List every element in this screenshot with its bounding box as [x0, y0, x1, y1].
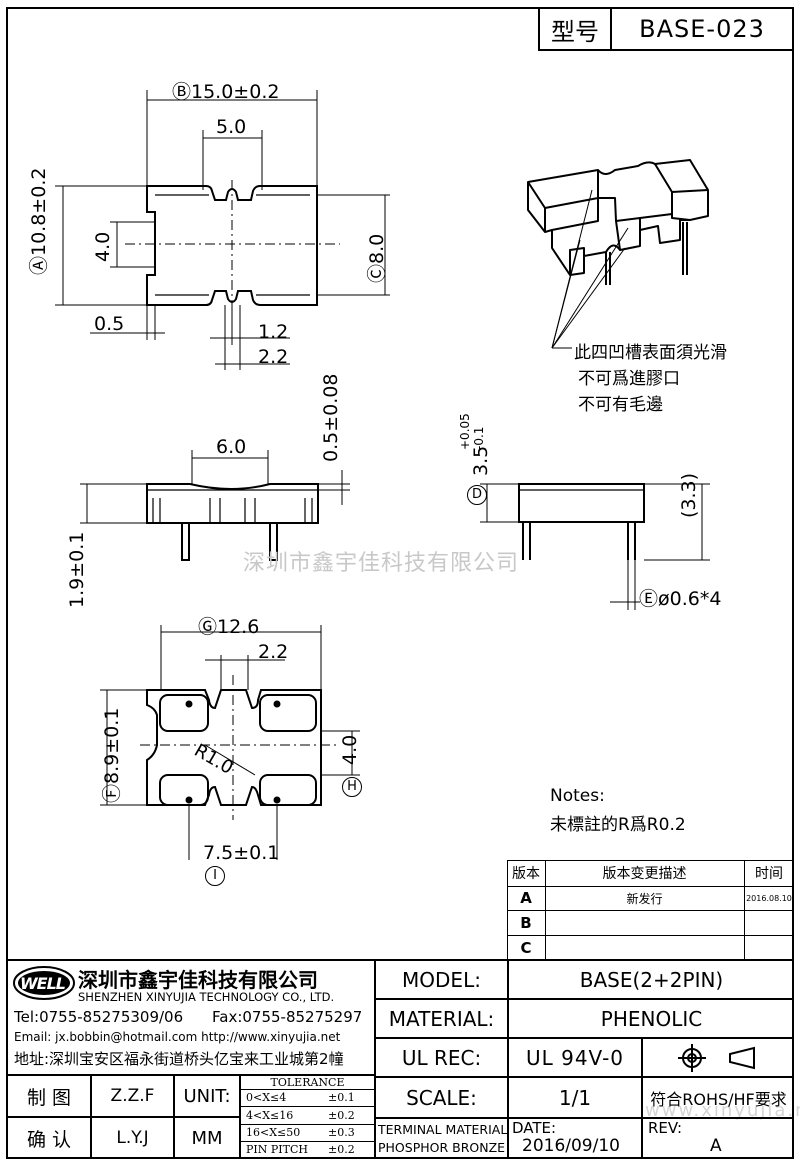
- dim-0-5: 0.5: [94, 313, 125, 335]
- rev-label: REV:: [648, 1119, 682, 1137]
- dim-f: Ⓕ8.9±0.1: [101, 707, 123, 803]
- rev-row-a-rev: A: [520, 889, 532, 907]
- groove-note-line-1: 此四凹槽表面須光滑: [574, 343, 727, 363]
- dim-a: Ⓐ10.8±0.2: [28, 167, 50, 275]
- company-tel: Tel:0755-85275309/06: [14, 1008, 184, 1026]
- dim-c: Ⓒ8.0: [366, 233, 388, 283]
- notes-body: 未標註的R爲R0.2: [550, 815, 686, 835]
- dim-width-6: 6.0: [216, 436, 247, 458]
- dim-3-3: (3.3): [678, 472, 700, 518]
- notes-title: Notes:: [550, 786, 605, 806]
- check-label: 确 认: [26, 1128, 72, 1151]
- dim-3-5: 3.5: [470, 445, 492, 476]
- bottom-view: [146, 689, 322, 806]
- model-label: MODEL:: [402, 967, 481, 992]
- sheet-border: [6, 7, 794, 1159]
- ulrec-value: UL 94V-0: [525, 1045, 625, 1070]
- rev-header-version: 版本: [512, 866, 540, 882]
- dim-height-4-bottom: 4.0: [339, 734, 361, 765]
- rev-row-b-rev: B: [520, 913, 532, 932]
- front-view: [518, 483, 645, 560]
- model-header-value: BASE-023: [639, 15, 765, 43]
- company-fax: Fax:0755-85275297: [212, 1008, 363, 1026]
- scale-value: 1/1: [558, 1085, 592, 1110]
- rev-value: A: [710, 1136, 722, 1156]
- rev-header-desc: 版本变更描述: [602, 866, 687, 882]
- rev-row-c-rev: C: [520, 938, 532, 957]
- tol-value-3: ±0.3: [328, 1126, 355, 1139]
- date-label: DATE:: [512, 1119, 557, 1137]
- tol-value-4: ±0.2: [328, 1143, 355, 1156]
- rev-row-a-desc: 新发行: [626, 891, 663, 906]
- company-name-en: SHENZHEN XINYUJIA TECHNOLOGY CO., LTD.: [78, 990, 335, 1004]
- company-logo: [13, 966, 75, 1000]
- dim-height-4: 4.0: [92, 231, 114, 262]
- company-email: Email: jx.bobbin@hotmail.com http://www.…: [14, 1030, 341, 1044]
- rev-row-a-date: 2016.08.10: [746, 893, 792, 903]
- datum-d: D: [467, 485, 487, 505]
- ulrec-label: UL REC:: [401, 1045, 482, 1070]
- tol-value-2: ±0.2: [328, 1109, 355, 1122]
- draw-value: Z.Z.F: [110, 1086, 155, 1106]
- terminal-material-label: TERMINAL MATERIAL: [378, 1122, 508, 1137]
- dim-b: Ⓑ15.0±0.2: [172, 81, 280, 103]
- unit-value: MM: [191, 1127, 223, 1149]
- datum-i: I: [205, 866, 225, 886]
- company-name-cn: 深圳市鑫宇佳科技有限公司: [78, 968, 318, 992]
- dim-g-2-2: 2.2: [258, 641, 289, 663]
- model-header-box: [538, 7, 794, 51]
- dim-thickness: 0.5±0.08: [320, 373, 342, 462]
- datum-h: H: [342, 777, 362, 797]
- technical-drawing: [55, 90, 710, 860]
- dim-3-5-tol-up: +0.05: [458, 413, 472, 450]
- dim-width-5: 5.0: [216, 116, 247, 138]
- dim-i: 7.5±0.1: [203, 842, 280, 864]
- isometric-view: [527, 159, 709, 285]
- dim-2-2: 2.2: [258, 346, 289, 368]
- terminal-material-value: PHOSPHOR BRONZE: [378, 1140, 506, 1155]
- watermark: 深圳市鑫宇佳科技有限公司: [243, 551, 520, 576]
- dim-1-9: 1.9±0.1: [66, 531, 88, 608]
- tol-range-1: 0<X≤4: [246, 1091, 287, 1104]
- model-value: BASE(2+2PIN): [579, 967, 724, 992]
- unit-label: UNIT:: [183, 1085, 231, 1107]
- groove-note-line-2: 不可爲進膠口: [578, 369, 680, 389]
- dim-1-2: 1.2: [258, 321, 289, 343]
- material-value: PHENOLIC: [600, 1006, 703, 1031]
- top-view: [146, 185, 318, 306]
- tol-range-4: PIN PITCH: [246, 1143, 308, 1156]
- tolerance-title: TOLERANCE: [270, 1075, 345, 1089]
- draw-label: 制 图: [26, 1086, 72, 1109]
- projection-symbol-icon: [678, 1044, 755, 1072]
- dim-e: Ⓔø0.6*4: [639, 588, 722, 610]
- groove-note-line-3: 不可有毛邊: [578, 395, 663, 415]
- dim-3-5-tol-down: -0.1: [472, 426, 486, 450]
- rohs-note: 符合ROHS/HF要求: [650, 1089, 787, 1109]
- logo-text: WELL: [20, 974, 66, 993]
- tol-range-3: 16<X≤50: [246, 1126, 301, 1139]
- tol-value-1: ±0.1: [328, 1091, 355, 1104]
- scale-label: SCALE:: [406, 1085, 477, 1110]
- rev-header-time: 时间: [755, 866, 783, 882]
- material-label: MATERIAL:: [388, 1006, 495, 1031]
- check-value: L.Y.J: [116, 1128, 149, 1148]
- dim-g: Ⓖ12.6: [198, 616, 260, 638]
- tol-range-2: 4<X≤16: [246, 1109, 294, 1122]
- watermark-url: www.xinyujia.net: [645, 1100, 800, 1121]
- company-address: 地址:深圳宝安区福永街道桥头亿宝来工业城第2幢: [14, 1050, 344, 1068]
- model-header-label: 型号: [551, 17, 599, 46]
- date-value: 2016/09/10: [522, 1136, 620, 1156]
